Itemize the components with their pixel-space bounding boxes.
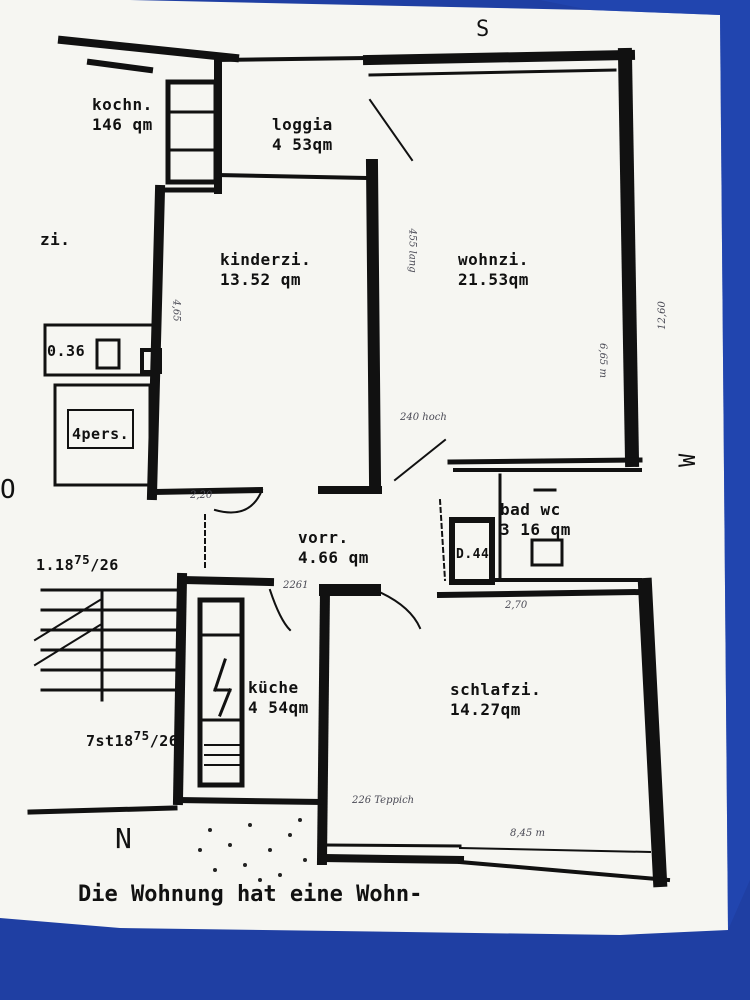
room-schlafzi-name: schlafzi. bbox=[450, 680, 542, 699]
compass-south: S bbox=[476, 17, 489, 42]
room-schlafzi: schlafzi. 14.27qm bbox=[450, 680, 541, 720]
note-455-lang: 455 lang bbox=[406, 228, 418, 273]
label-d44: D.44 bbox=[456, 547, 490, 562]
ground-hatching bbox=[198, 818, 307, 882]
stair-top-tail: /26 bbox=[90, 556, 119, 574]
room-kinderzi-area: 13.52 qm bbox=[220, 270, 302, 289]
stair-bottom-sup: 75 bbox=[133, 728, 150, 743]
label-stair-top: 1.1875/26 bbox=[36, 552, 119, 574]
room-kueche-area: 4 54qm bbox=[248, 698, 309, 717]
room-kueche-name: küche bbox=[248, 678, 299, 697]
room-kochn-name: kochn. bbox=[92, 95, 153, 114]
room-vorr-area: 4.66 qm bbox=[298, 548, 369, 567]
walls bbox=[27, 35, 671, 888]
room-zi: zi. bbox=[40, 230, 70, 250]
note-240-hoch: 240 hoch bbox=[400, 412, 447, 423]
stair-top-sup: 75 bbox=[74, 552, 91, 567]
note-226-teppich: 226 Teppich bbox=[352, 795, 415, 806]
room-bad-name: bad wc bbox=[500, 500, 561, 519]
room-loggia-name: loggia bbox=[272, 115, 333, 134]
compass-east: O bbox=[0, 475, 16, 505]
room-kochn: kochn. 146 qm bbox=[92, 95, 153, 135]
compass-west: W bbox=[676, 453, 701, 467]
stair-bottom-main: 7st18 bbox=[86, 732, 134, 750]
note-465: 4,65 bbox=[170, 299, 182, 322]
room-wohnzi-area: 21.53qm bbox=[458, 270, 529, 289]
note-1260: 12,60 bbox=[656, 301, 668, 330]
note-2261: 2261 bbox=[283, 580, 309, 591]
room-wohnzi-name: wohnzi. bbox=[458, 250, 529, 269]
room-vorr: vorr. 4.66 qm bbox=[298, 528, 369, 568]
room-kinderzi: kinderzi. 13.52 qm bbox=[220, 250, 311, 290]
room-kinderzi-name: kinderzi. bbox=[220, 250, 312, 269]
room-loggia-area: 4 53qm bbox=[272, 135, 333, 154]
room-vorr-name: vorr. bbox=[298, 528, 349, 547]
note-665m: 6,65 m bbox=[596, 343, 608, 378]
room-loggia: loggia 4 53qm bbox=[272, 115, 333, 155]
compass-north: N bbox=[115, 822, 132, 855]
stair-bottom-tail: /26 bbox=[149, 732, 179, 750]
note-270: 2,70 bbox=[505, 600, 528, 611]
note-220: 2,20 bbox=[190, 490, 213, 501]
label-stair-bottom: 7st1875/26 bbox=[86, 728, 178, 750]
room-zi-name: zi. bbox=[40, 230, 71, 249]
room-wohnzi: wohnzi. 21.53qm bbox=[458, 250, 529, 290]
room-bad: bad wc 3 16 qm bbox=[500, 500, 571, 540]
label-036: 0.36 bbox=[47, 342, 86, 360]
room-schlafzi-area: 14.27qm bbox=[450, 700, 521, 719]
caption-line1: Die Wohnung hat eine Wohn- bbox=[78, 882, 423, 907]
room-kochn-area: 146 qm bbox=[92, 115, 153, 134]
stair-top-main: 1.18 bbox=[36, 556, 75, 574]
room-kueche: küche 4 54qm bbox=[248, 678, 309, 718]
note-845m: 8,45 m bbox=[510, 828, 545, 839]
label-4pers: 4pers. bbox=[72, 425, 130, 443]
room-bad-area: 3 16 qm bbox=[500, 520, 571, 539]
